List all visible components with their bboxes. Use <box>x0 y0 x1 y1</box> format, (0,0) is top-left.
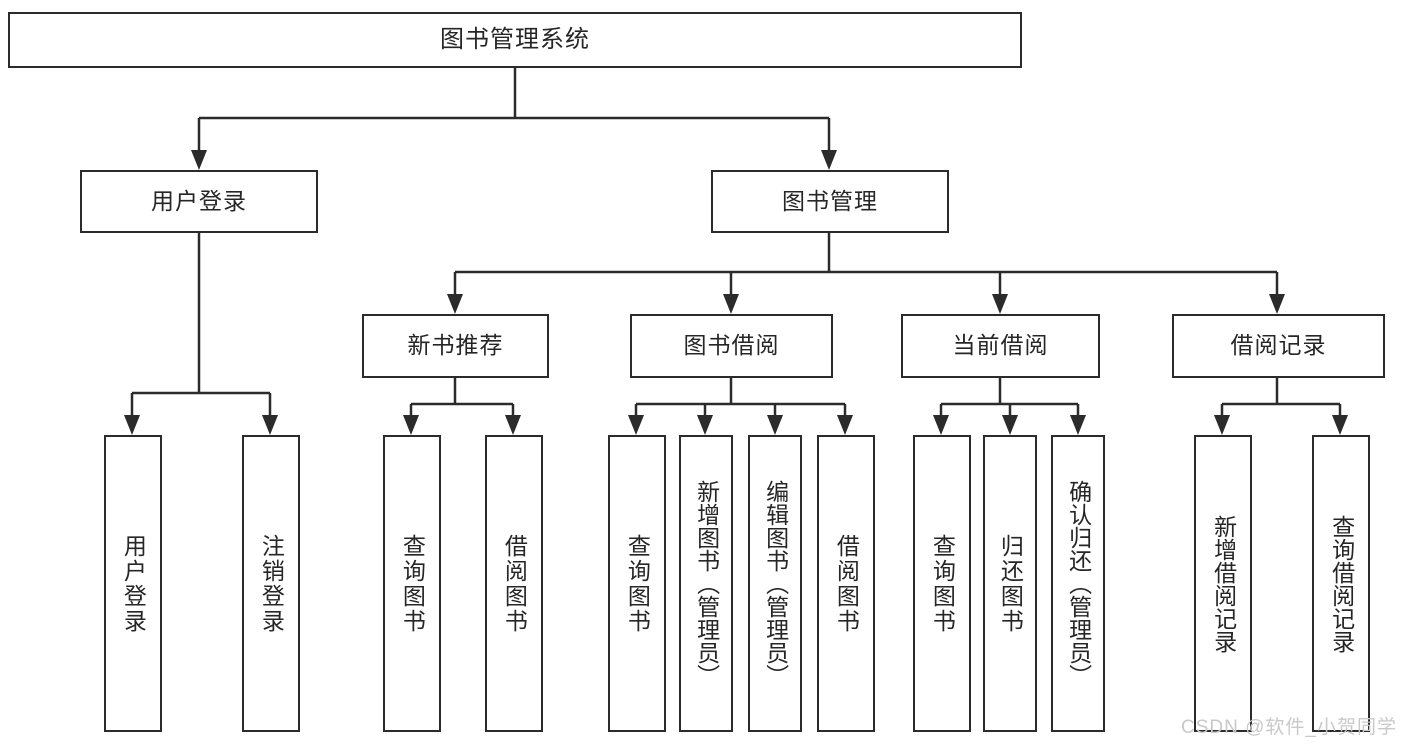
leaf-user-login[interactable]: 用户登录 <box>104 435 162 732</box>
node-user-login[interactable]: 用户登录 <box>80 170 318 233</box>
node-label: 确认归还（管理员） <box>1065 480 1092 687</box>
node-book-borrow[interactable]: 图书借阅 <box>630 314 833 378</box>
leaf-query-book-borrow[interactable]: 查询图书 <box>608 435 666 732</box>
leaf-borrow-book-borrow[interactable]: 借阅图书 <box>817 435 875 732</box>
leaf-user-logout[interactable]: 注销登录 <box>242 435 300 732</box>
leaf-return-book[interactable]: 归还图书 <box>983 435 1037 732</box>
node-current-borrow[interactable]: 当前借阅 <box>901 314 1100 378</box>
leaf-borrow-book-recommend[interactable]: 借阅图书 <box>485 435 543 732</box>
node-label: 用户登录 <box>151 187 247 214</box>
leaf-query-book-recommend[interactable]: 查询图书 <box>383 435 441 732</box>
node-label: 归还图书 <box>997 533 1024 634</box>
node-label: 新增借阅记录 <box>1210 514 1237 653</box>
node-label: 注销登录 <box>258 533 285 634</box>
node-label: 图书借阅 <box>683 332 780 359</box>
node-label: 查询借阅记录 <box>1328 514 1355 653</box>
node-label: 借阅图书 <box>833 533 860 634</box>
node-label: 借阅记录 <box>1230 332 1327 359</box>
node-label: 查询图书 <box>624 533 651 634</box>
leaf-confirm-return-admin[interactable]: 确认归还（管理员） <box>1051 435 1105 732</box>
node-label: 查询图书 <box>929 533 956 634</box>
node-label: 查询图书 <box>399 533 426 634</box>
node-label: 当前借阅 <box>952 332 1049 359</box>
node-root-system[interactable]: 图书管理系统 <box>8 12 1022 68</box>
node-label: 用户登录 <box>120 533 147 634</box>
node-label: 新增图书（管理员） <box>693 480 720 687</box>
csdn-watermark: CSDN @软件_小贺同学 <box>1181 717 1397 738</box>
node-label: 新书推荐 <box>407 332 504 359</box>
node-borrow-record[interactable]: 借阅记录 <box>1172 314 1385 378</box>
node-new-book-recommend[interactable]: 新书推荐 <box>362 314 549 378</box>
leaf-add-book-admin[interactable]: 新增图书（管理员） <box>679 435 733 732</box>
node-label: 图书管理 <box>782 187 878 214</box>
leaf-query-borrow-record[interactable]: 查询借阅记录 <box>1312 435 1370 732</box>
node-book-manage[interactable]: 图书管理 <box>711 170 949 233</box>
node-label: 图书管理系统 <box>440 25 590 53</box>
leaf-add-borrow-record[interactable]: 新增借阅记录 <box>1194 435 1252 732</box>
node-label: 编辑图书（管理员） <box>762 480 789 687</box>
leaf-query-book-current[interactable]: 查询图书 <box>913 435 971 732</box>
leaf-edit-book-admin[interactable]: 编辑图书（管理员） <box>748 435 802 732</box>
node-label: 借阅图书 <box>501 533 528 634</box>
